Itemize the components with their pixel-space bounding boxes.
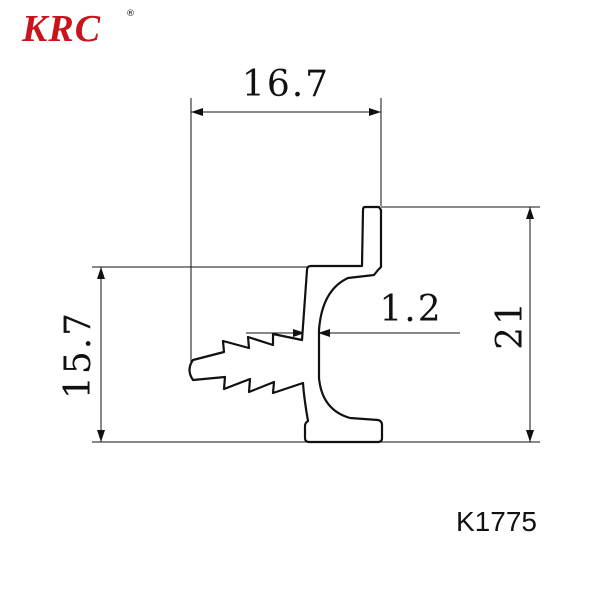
profile-outline — [188, 205, 384, 444]
dim-left-height-label: 15.7 — [58, 311, 99, 399]
dim-wall-thickness-label: 1.2 — [379, 289, 442, 330]
registered-mark: ® — [126, 9, 135, 19]
brand-logo: KRC — [22, 8, 102, 50]
dim-top-width-label: 16.7 — [242, 64, 330, 105]
product-code: K1775 — [456, 506, 537, 537]
dim-right-height-label: 21 — [490, 300, 531, 350]
